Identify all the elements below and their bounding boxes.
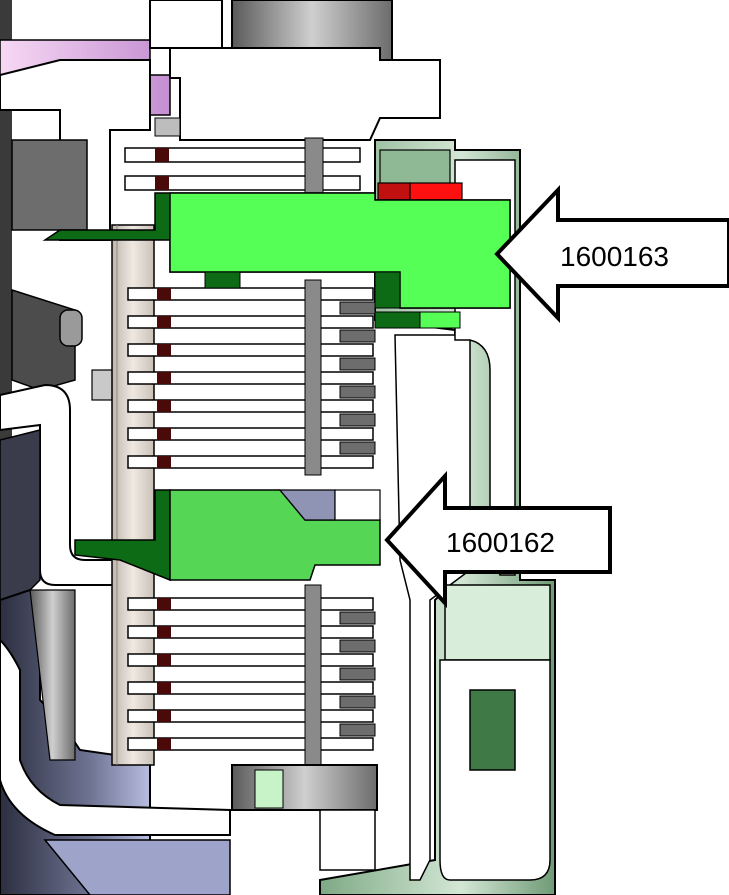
callout-arrow-upper: 1600163	[494, 185, 729, 323]
part-number-label-upper: 1600163	[560, 241, 669, 272]
callout-arrow-lower: 1600162	[384, 470, 612, 609]
part-lower-highlight	[74, 489, 381, 582]
right-housing	[319, 139, 556, 895]
part-number-label-lower: 1600162	[446, 527, 555, 558]
beige-column	[111, 224, 155, 766]
left-housing	[0, 0, 231, 895]
top-cap	[149, 0, 441, 141]
part-upper-highlight	[42, 192, 511, 329]
clutch-plates	[124, 137, 378, 871]
red-seal	[377, 182, 463, 201]
